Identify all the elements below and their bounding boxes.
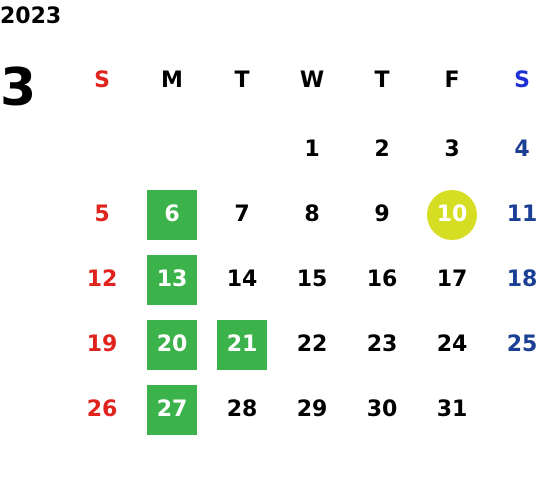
calendar-day-10[interactable]: 10: [427, 190, 477, 240]
calendar-day-9[interactable]: 9: [374, 202, 390, 227]
calendar-day-27[interactable]: 27: [147, 385, 197, 435]
weekday-header-sunday: S: [94, 68, 110, 93]
calendar-day-26[interactable]: 26: [86, 397, 118, 422]
calendar-day-17[interactable]: 17: [436, 267, 468, 292]
calendar-day-14[interactable]: 14: [226, 267, 258, 292]
calendar-day-23[interactable]: 23: [366, 332, 398, 357]
month-label: 3: [0, 58, 37, 118]
calendar-day-19[interactable]: 19: [86, 332, 118, 357]
calendar-day-25[interactable]: 25: [506, 332, 538, 357]
calendar-day-24[interactable]: 24: [436, 332, 468, 357]
weekday-header-wednesday: W: [299, 68, 325, 93]
weekday-header-thursday: T: [374, 68, 390, 93]
calendar-day-11[interactable]: 11: [506, 202, 538, 227]
weekday-header-tuesday: T: [234, 68, 250, 93]
calendar-day-29[interactable]: 29: [296, 397, 328, 422]
calendar-day-13[interactable]: 13: [147, 255, 197, 305]
year-label: 2023: [0, 4, 62, 29]
calendar-day-31[interactable]: 31: [436, 397, 468, 422]
calendar-day-21[interactable]: 21: [217, 320, 267, 370]
calendar-day-7[interactable]: 7: [234, 202, 250, 227]
calendar-day-22[interactable]: 22: [296, 332, 328, 357]
calendar-day-1[interactable]: 1: [304, 137, 320, 162]
calendar-day-30[interactable]: 30: [366, 397, 398, 422]
weekday-header-monday: M: [161, 68, 183, 93]
calendar-day-2[interactable]: 2: [374, 137, 390, 162]
calendar-day-8[interactable]: 8: [304, 202, 320, 227]
calendar-day-4[interactable]: 4: [514, 137, 530, 162]
calendar-day-20[interactable]: 20: [147, 320, 197, 370]
calendar-day-6[interactable]: 6: [147, 190, 197, 240]
calendar-day-28[interactable]: 28: [226, 397, 258, 422]
calendar-day-12[interactable]: 12: [86, 267, 118, 292]
calendar-day-3[interactable]: 3: [444, 137, 460, 162]
calendar-day-16[interactable]: 16: [366, 267, 398, 292]
weekday-header-saturday: S: [514, 68, 530, 93]
calendar-day-18[interactable]: 18: [506, 267, 538, 292]
weekday-header-friday: F: [444, 68, 460, 93]
calendar-day-5[interactable]: 5: [94, 202, 110, 227]
calendar-day-15[interactable]: 15: [296, 267, 328, 292]
